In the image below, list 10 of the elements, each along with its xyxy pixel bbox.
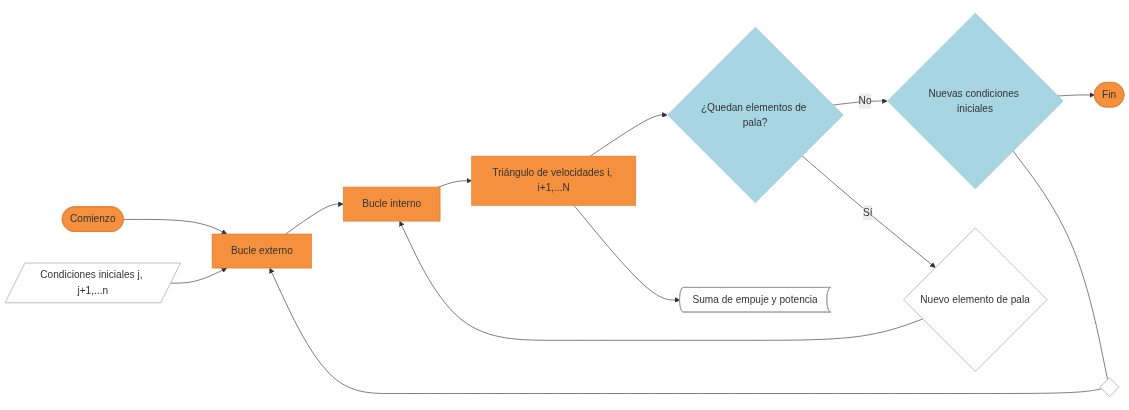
node-diamond: Nuevas condiciones iniciales (887, 13, 1064, 190)
node-diamond: ¿Quedan elementos de pala? (667, 26, 844, 203)
node-box: Bucle interno (342, 186, 441, 222)
edge-label: Sí (863, 207, 873, 218)
node-diamond (1099, 377, 1120, 397)
node-box: Bucle externo (211, 233, 313, 269)
connector (1012, 150, 1108, 380)
edge-label: No (858, 95, 872, 107)
node-diamond: Nuevo elemento de pala (903, 227, 1048, 372)
node-box: Triángulo de velocidades i, i+1,...N (471, 155, 637, 206)
